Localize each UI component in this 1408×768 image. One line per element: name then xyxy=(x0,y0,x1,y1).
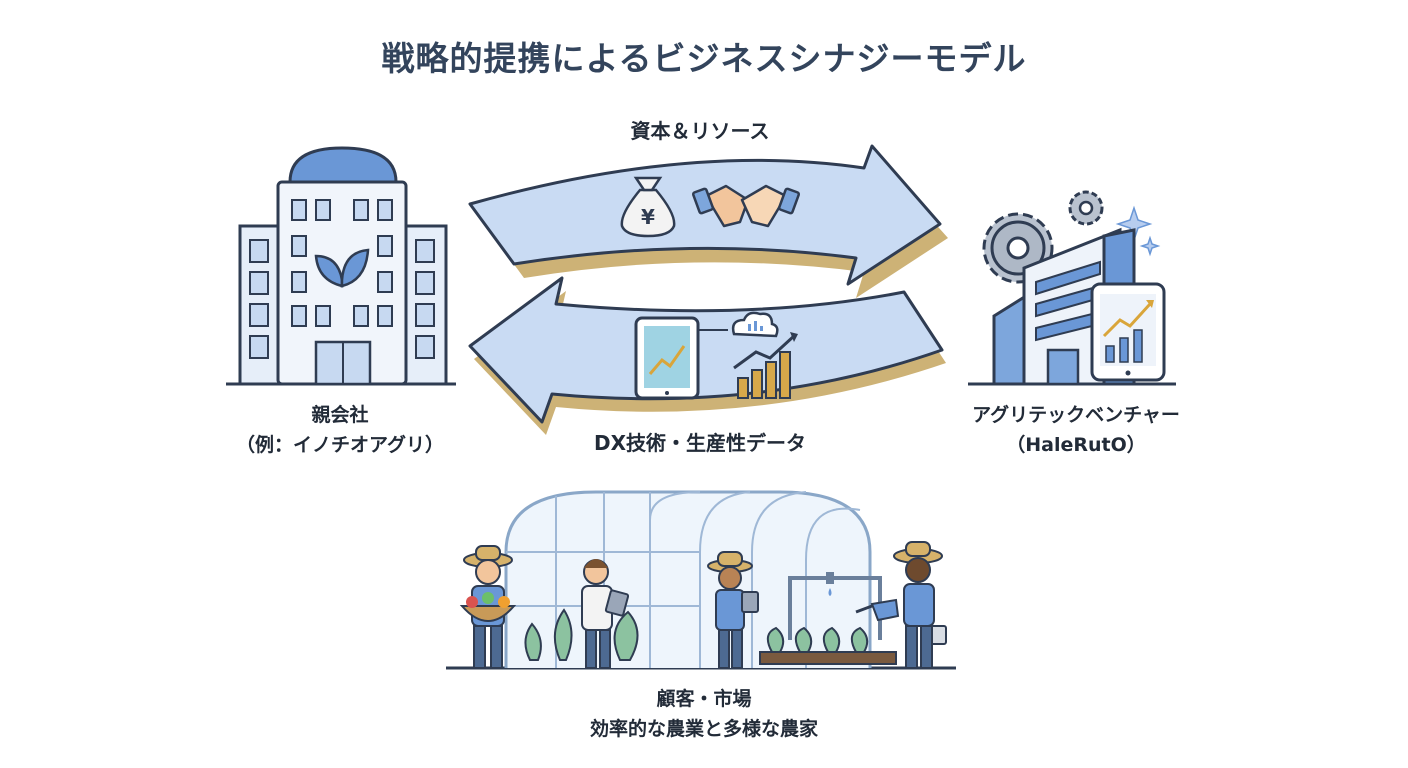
small-gear-icon xyxy=(1068,190,1104,226)
farmer-watering xyxy=(855,541,947,669)
yen-symbol: ¥ xyxy=(641,205,655,229)
farmer-tablet-2 xyxy=(707,551,759,669)
customers-label: 顧客・市場 効率的な農業と多様な農家 xyxy=(554,684,854,744)
tablet-chart-icon xyxy=(1090,282,1166,382)
top-flow-label: 資本＆リソース xyxy=(630,119,770,143)
tech-building-gear-icon xyxy=(968,190,1176,386)
customers-name: 顧客・市場 xyxy=(656,688,752,710)
venture-label: アグリテックベンチャー （HaleRutO） xyxy=(926,400,1226,460)
greenhouse-farmers-icon xyxy=(446,490,956,670)
arrow-dx-data xyxy=(468,276,946,435)
farmer-basket xyxy=(459,545,517,669)
tablet-chart-icon xyxy=(634,316,700,400)
cloud-icon xyxy=(731,311,779,338)
farmer-tablet xyxy=(581,559,630,669)
bottom-flow-label: DX技術・生産性データ xyxy=(593,431,807,455)
parent-company-label: 親会社 （例：イノチオアグリ） xyxy=(180,400,500,460)
venture-name: アグリテックベンチャー xyxy=(972,404,1180,426)
parent-name: 親会社 xyxy=(311,404,369,426)
page-title: 戦略的提携によるビジネスシナジーモデル xyxy=(381,39,1027,78)
customers-desc: 効率的な農業と多様な農家 xyxy=(589,718,818,740)
bar-chart-icon xyxy=(733,332,798,399)
plants-row xyxy=(524,608,869,661)
parent-example: （例：イノチオアグリ） xyxy=(235,434,445,456)
leaf-icon xyxy=(314,248,370,288)
office-building-leaf-icon xyxy=(226,146,456,386)
handshake-icon xyxy=(691,184,801,228)
money-bag-icon: ¥ xyxy=(620,176,676,238)
venture-example: （HaleRutO） xyxy=(1006,434,1146,456)
arrow-capital-resources: ¥ xyxy=(468,144,948,298)
